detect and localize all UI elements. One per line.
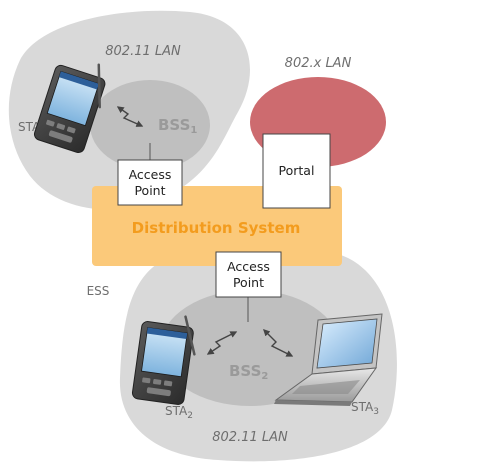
upper-lan-label: 802.11 LAN: [105, 44, 181, 59]
access-point-1-box: [117, 159, 183, 206]
bss1-label: BSS1: [158, 116, 197, 136]
access-point-2-box: [215, 251, 282, 298]
ess-label: ESS: [87, 284, 110, 298]
wireless-arrows-icon: [116, 106, 144, 127]
access-point-2-line2: Point: [233, 275, 264, 290]
portal-label: Portal: [279, 163, 315, 178]
sta2-label: STA2: [165, 404, 193, 421]
access-point-1-line2: Point: [134, 183, 165, 198]
access-point-1-line1: Access: [129, 167, 172, 182]
distribution-system-label: Distribution System: [132, 219, 301, 237]
pda-icon: [33, 63, 106, 154]
wireless-arrows-icon: [206, 329, 294, 357]
sta3-label: STA3: [351, 400, 379, 417]
portal-box: [262, 133, 331, 209]
bss2-region: [160, 290, 340, 406]
lan-802x-label: 802.x LAN: [285, 56, 352, 71]
access-point-2-line1: Access: [227, 259, 270, 274]
bss2-label: BSS2: [229, 362, 268, 382]
lower-lan-label: 802.11 LAN: [212, 430, 288, 445]
bss1-region: [90, 80, 210, 170]
pda-icon: [131, 315, 196, 405]
laptop-icon: [274, 313, 383, 406]
